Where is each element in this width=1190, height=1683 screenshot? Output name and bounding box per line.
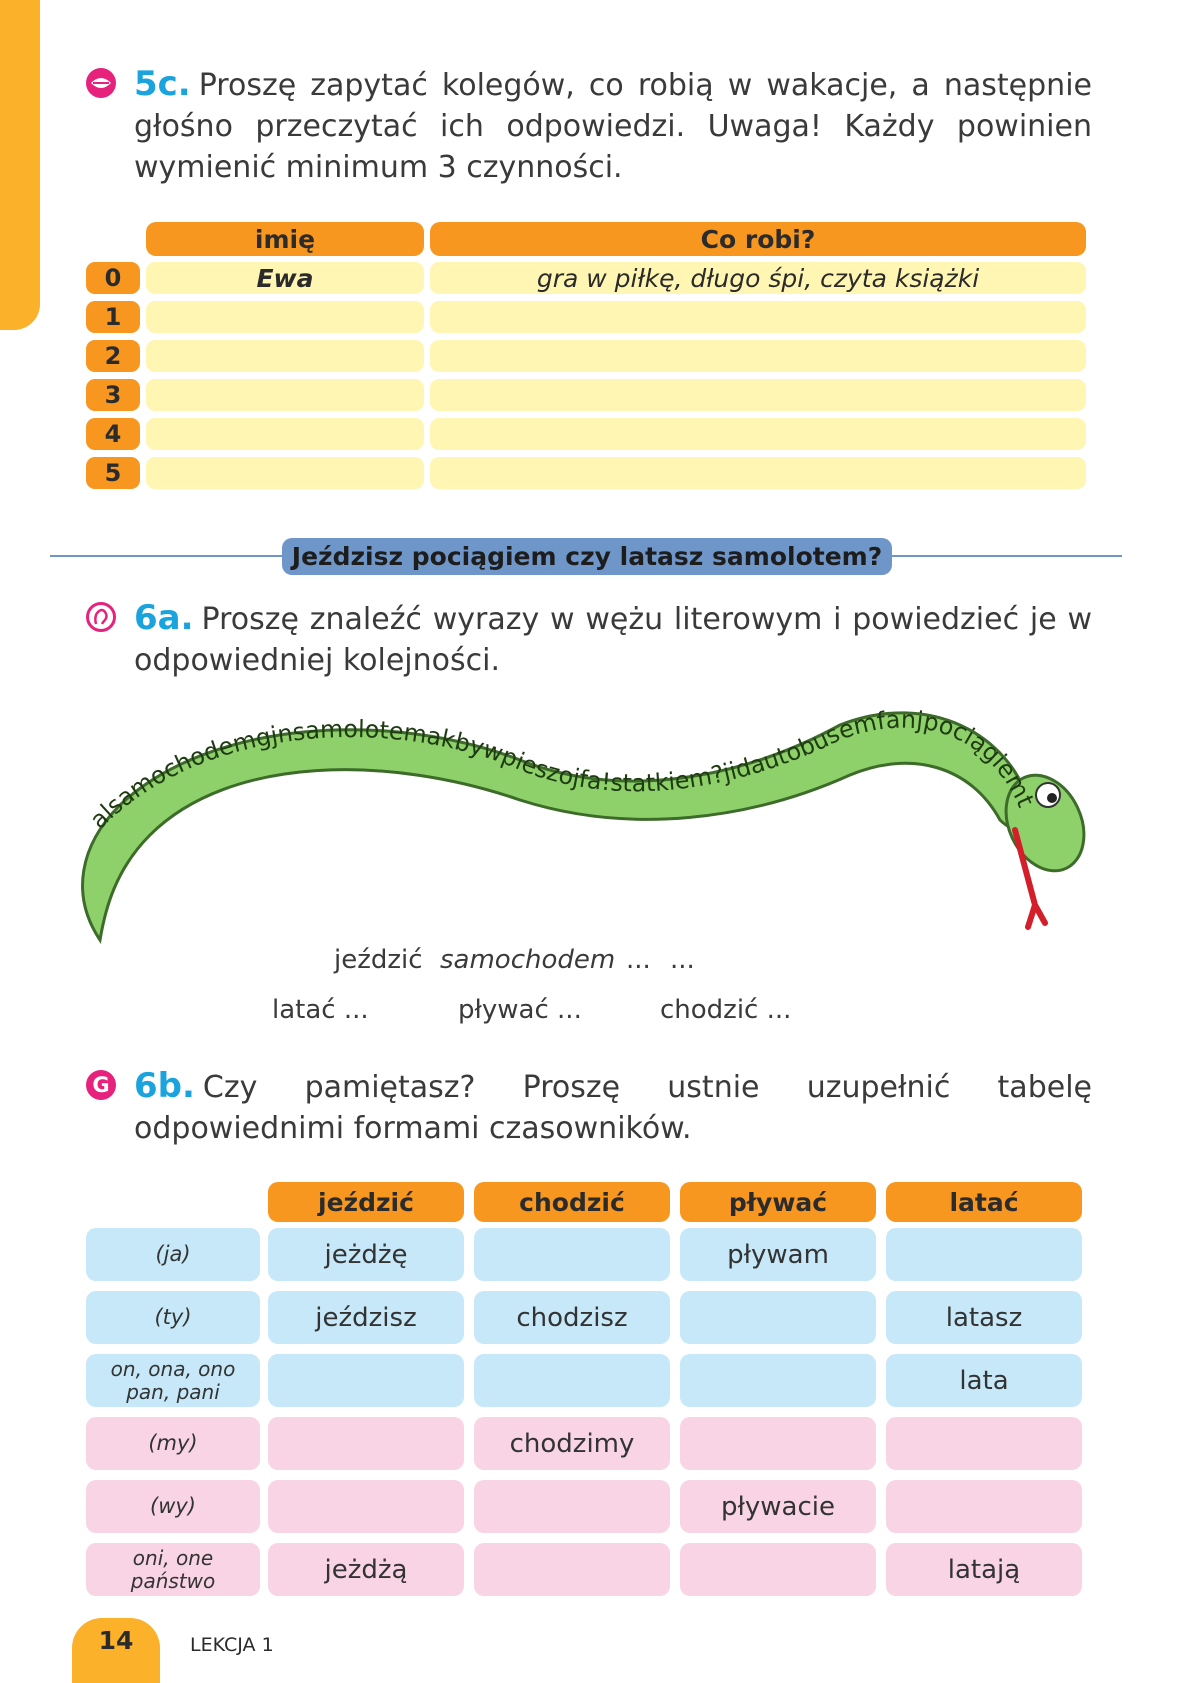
table-6b-form-cell[interactable]: [268, 1417, 464, 1470]
blank-1: ...: [626, 945, 651, 975]
letter-snake: alsamochodemgjnsamolotemakbywpieszojfa!s…: [60, 695, 1086, 944]
person-label-line: państwo: [130, 1568, 216, 1593]
table-6b-form-cell[interactable]: chodzimy: [474, 1417, 670, 1470]
table-6b-form-cell[interactable]: latają: [886, 1543, 1082, 1596]
snake-pupil: [1047, 793, 1057, 803]
table-6b-person-label: (ja): [86, 1228, 260, 1281]
listen-icon: [86, 602, 116, 632]
verb-chodzic: chodzić ...: [660, 995, 792, 1025]
table-5c-row-index: 2: [86, 340, 140, 372]
table-6b-header-plywac: pływać: [680, 1182, 876, 1222]
table-6b-form-cell[interactable]: [474, 1543, 670, 1596]
table-6b-form-cell[interactable]: [886, 1228, 1082, 1281]
table-6b-form-cell[interactable]: [474, 1480, 670, 1533]
table-6b-form-cell[interactable]: jeżdżę: [268, 1228, 464, 1281]
table-5c-name-cell[interactable]: [146, 418, 424, 450]
table-6b-form-cell[interactable]: pływam: [680, 1228, 876, 1281]
table-6b-form-cell[interactable]: [680, 1354, 876, 1407]
example-samochodem: samochodem: [440, 945, 616, 975]
person-label-line: (ty): [154, 1305, 192, 1329]
table-6b-form-cell[interactable]: [474, 1228, 670, 1281]
snake-tongue: [1012, 827, 1048, 930]
table-6b-form-cell[interactable]: [474, 1354, 670, 1407]
person-label-line: oni, one: [132, 1545, 214, 1570]
table-5c-activity-cell[interactable]: [430, 418, 1086, 450]
page-number: 14: [72, 1618, 160, 1683]
table-5c-name-cell[interactable]: Ewa: [146, 262, 424, 294]
table-6b-person-label: (ty): [86, 1291, 260, 1344]
table-6b-form-cell[interactable]: chodzisz: [474, 1291, 670, 1344]
table-5c-row-index: 3: [86, 379, 140, 411]
exercise-6b-instruction: 6b.Czy pamiętasz? Proszę ustnie uzupełni…: [134, 1066, 1092, 1146]
table-5c-name-cell[interactable]: [146, 340, 424, 372]
table-6b-form-cell[interactable]: [268, 1354, 464, 1407]
grammar-icon: G: [86, 1070, 116, 1100]
verb-latac: latać ...: [272, 995, 369, 1025]
table-6b-form-cell[interactable]: jeżdżą: [268, 1543, 464, 1596]
verb-plywac: pływać ...: [458, 995, 582, 1025]
snake-head: [1004, 773, 1086, 873]
table-5c-activity-cell[interactable]: [430, 379, 1086, 411]
table-5c-activity-cell[interactable]: [430, 301, 1086, 333]
table-6b-person-label: (wy): [86, 1480, 260, 1533]
table-6b-form-cell[interactable]: [680, 1543, 876, 1596]
table-5c-activity-cell[interactable]: [430, 340, 1086, 372]
person-label-line: (wy): [150, 1494, 196, 1518]
side-tab: [0, 0, 40, 330]
table-5c-activity-cell[interactable]: gra w piłkę, długo śpi, czyta książki: [430, 262, 1086, 294]
table-6b-header-jezdzic: jeździć: [268, 1182, 464, 1222]
table-6b-person-label: (my): [86, 1417, 260, 1470]
table-6b-header-latac: latać: [886, 1182, 1082, 1222]
exercise-6a-instruction: 6a.Proszę znaleźć wyrazy w wężu literowy…: [134, 598, 1092, 678]
lesson-label: LEKCJA 1: [190, 1634, 274, 1656]
person-label-line: pan, pani: [126, 1379, 220, 1404]
table-5c-header-activity: Co robi?: [430, 222, 1086, 256]
blank-2: ...: [670, 945, 695, 975]
table-5c-header-name: imię: [146, 222, 424, 256]
exercise-5c: 5c.Proszę zapytać kolegów, co robią w wa…: [86, 64, 1092, 188]
table-6b-form-cell[interactable]: [680, 1417, 876, 1470]
table-5c-name-cell[interactable]: [146, 301, 424, 333]
verb-jezdzic: jeździć: [334, 945, 423, 975]
table-6b-header-chodzic: chodzić: [474, 1182, 670, 1222]
table-5c-name-cell[interactable]: [146, 379, 424, 411]
table-6b-form-cell[interactable]: jeździsz: [268, 1291, 464, 1344]
table-5c-activity-cell[interactable]: [430, 457, 1086, 489]
person-label-line: (my): [148, 1431, 198, 1455]
person-label-line: (ja): [155, 1242, 191, 1266]
table-5c-row-index: 1: [86, 301, 140, 333]
section-title: Jeździsz pociągiem czy latasz samolotem?: [282, 538, 892, 575]
exercise-6b: G 6b.Czy pamiętasz? Proszę ustnie uzupeł…: [86, 1066, 1092, 1149]
table-5c-row-index: 4: [86, 418, 140, 450]
table-6b-form-cell[interactable]: lata: [886, 1354, 1082, 1407]
table-6b-form-cell[interactable]: latasz: [886, 1291, 1082, 1344]
exercise-6a: 6a.Proszę znaleźć wyrazy w wężu literowy…: [86, 598, 1092, 681]
person-label-line: on, ona, ono: [110, 1356, 236, 1381]
table-6b-form-cell[interactable]: [886, 1480, 1082, 1533]
table-5c-name-cell[interactable]: [146, 457, 424, 489]
exercise-5c-instruction: 5c.Proszę zapytać kolegów, co robią w wa…: [134, 64, 1092, 185]
speak-icon: [86, 68, 116, 98]
table-6b-form-cell[interactable]: [268, 1480, 464, 1533]
table-6b-form-cell[interactable]: pływacie: [680, 1480, 876, 1533]
table-5c-row-index: 5: [86, 457, 140, 489]
table-6b-form-cell[interactable]: [680, 1291, 876, 1344]
table-5c-row-index: 0: [86, 262, 140, 294]
table-6b-form-cell[interactable]: [886, 1417, 1082, 1470]
